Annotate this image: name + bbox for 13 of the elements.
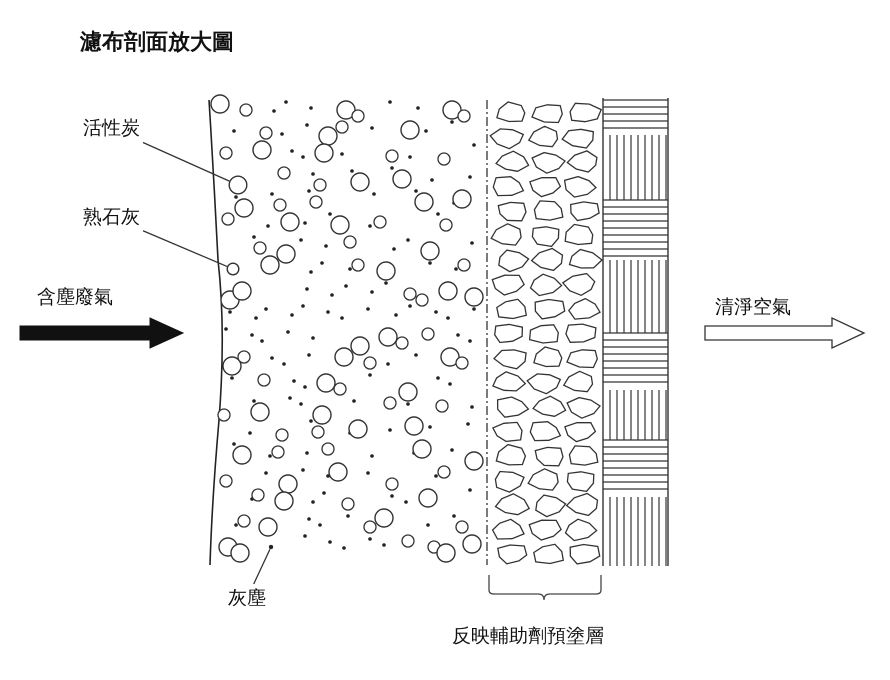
label: 含塵廢氣 [37,286,113,309]
particle-circle [226,262,240,276]
callout-label: 熟石灰 [83,206,140,229]
label: 反映輔助劑預塗層 [452,625,604,648]
particle-circle [228,175,248,195]
title: 濾布剖面放大圖 [80,30,234,56]
label: 清淨空氣 [715,296,791,319]
dust-dot [268,544,274,550]
callout-label: 活性炭 [83,117,140,140]
leader-line [253,549,271,584]
leader-line [142,142,230,182]
callout-label: 灰塵 [228,587,266,610]
leader-line [142,230,228,268]
